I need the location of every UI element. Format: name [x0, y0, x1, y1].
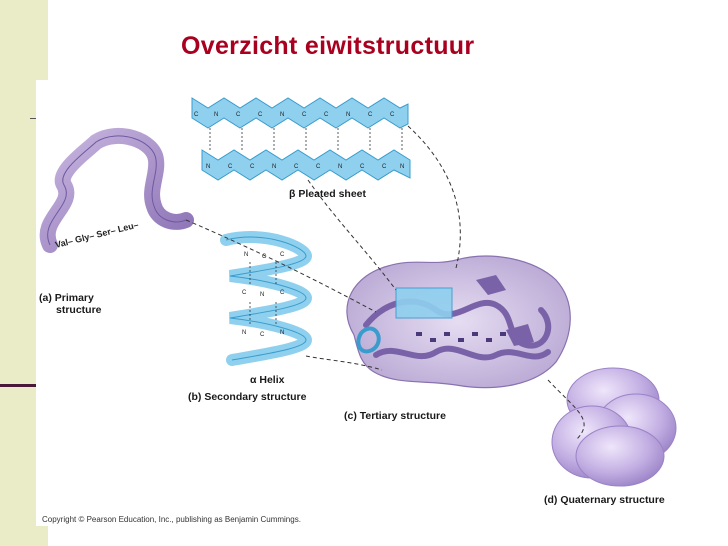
label-quaternary-structure: (d) Quaternary structure	[544, 494, 665, 506]
connector-lines	[185, 125, 585, 441]
svg-text:C: C	[390, 112, 395, 118]
svg-text:C: C	[250, 164, 255, 170]
label-secondary-structure: (b) Secondary structure	[188, 391, 307, 403]
copyright-text: Copyright © Pearson Education, Inc., pub…	[42, 515, 301, 524]
svg-text:N: N	[214, 112, 218, 118]
slide-title: Overzicht eiwitstructuur	[181, 32, 475, 60]
alpha-helix: N C C C N C N C N	[220, 231, 313, 366]
label-primary-structure-b: structure	[56, 304, 102, 316]
svg-text:C: C	[368, 112, 373, 118]
svg-text:C: C	[382, 164, 387, 170]
label-alpha-helix: α Helix	[250, 374, 285, 386]
svg-text:C: C	[242, 290, 247, 296]
svg-text:C: C	[316, 164, 321, 170]
svg-text:C: C	[324, 112, 329, 118]
svg-text:C: C	[258, 112, 263, 118]
tertiary-structure	[346, 255, 571, 389]
svg-text:N: N	[260, 292, 264, 298]
primary-structure-ribbon: Val– Gly– Ser– Leu–	[39, 127, 194, 253]
sidebar-tick	[30, 118, 38, 119]
svg-text:C: C	[280, 290, 285, 296]
svg-text:C: C	[294, 164, 299, 170]
svg-text:C: C	[302, 112, 307, 118]
svg-text:N: N	[272, 164, 276, 170]
svg-text:N: N	[280, 330, 284, 336]
svg-text:C: C	[236, 112, 241, 118]
svg-text:N: N	[338, 164, 342, 170]
sidebar-accent-line	[0, 384, 36, 387]
svg-text:C: C	[262, 254, 267, 260]
svg-text:C: C	[228, 164, 233, 170]
svg-text:N: N	[400, 164, 404, 170]
svg-text:C: C	[280, 252, 285, 258]
label-tertiary-structure: (c) Tertiary structure	[344, 410, 446, 422]
peptide-sequence-text: Val– Gly– Ser– Leu–	[54, 220, 139, 250]
svg-text:C: C	[360, 164, 365, 170]
label-pleated-sheet: β Pleated sheet	[289, 188, 367, 200]
svg-text:C: C	[260, 332, 265, 338]
svg-text:N: N	[346, 112, 350, 118]
quaternary-structure	[551, 367, 677, 487]
svg-text:N: N	[280, 112, 284, 118]
svg-text:N: N	[206, 164, 210, 170]
label-primary-structure-a: (a) Primary	[39, 292, 94, 304]
svg-text:C: C	[194, 112, 199, 118]
svg-text:N: N	[242, 330, 246, 336]
beta-pleated-sheet: C N C C N C C N C C N C C N C C N C C N	[191, 97, 411, 181]
svg-text:N: N	[244, 252, 248, 258]
